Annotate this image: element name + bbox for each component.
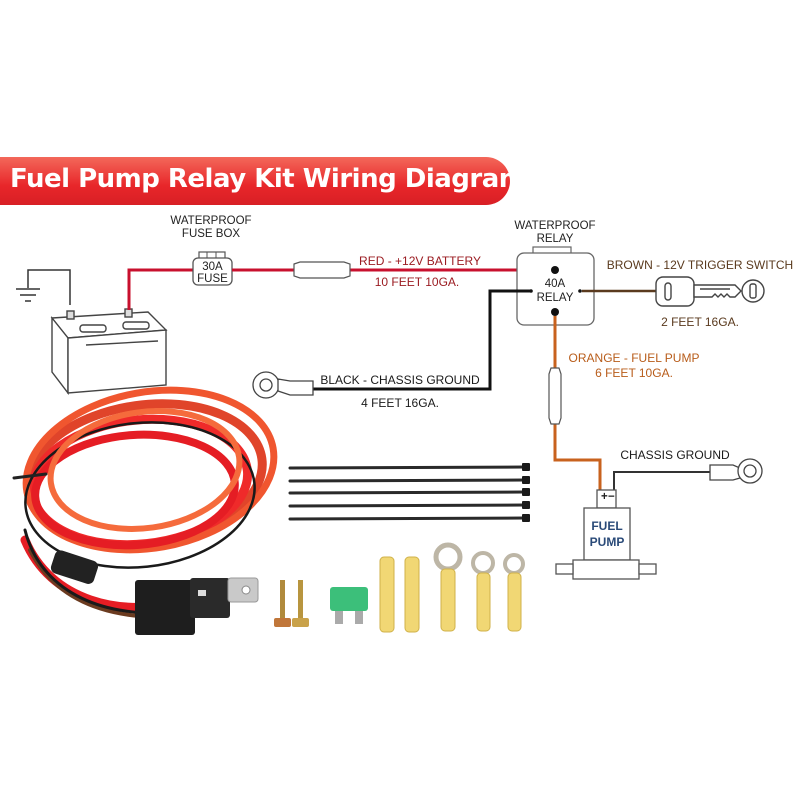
pump-plus-terminal: +	[601, 491, 608, 503]
blade-fuse	[330, 587, 368, 624]
key-icon	[655, 276, 765, 307]
fuse-rating: 30A	[202, 261, 223, 273]
fuse-holder-photo	[50, 550, 99, 584]
orange-wire-spec: 6 FEET 10GA.	[595, 366, 673, 380]
battery-icon	[50, 308, 168, 396]
ring-terminal-pump-ground	[709, 458, 763, 484]
brown-wire-spec: 2 FEET 16GA.	[661, 315, 739, 329]
ring-terminals	[433, 542, 525, 632]
butt-splice-red	[293, 261, 351, 279]
fuel-pump-label-1: FUEL	[591, 519, 622, 533]
orange-wire	[553, 316, 602, 490]
butt-connector	[379, 556, 395, 633]
red-wire-battery-to-fuse	[127, 268, 193, 310]
black-wire-label: BLACK - CHASSIS GROUND	[320, 373, 480, 387]
relay-label: RELAY	[537, 292, 574, 304]
pump-ground-wire	[613, 471, 710, 490]
relay-photo	[135, 577, 259, 635]
butt-splice-orange	[548, 367, 562, 425]
fuse-box-caption-2: FUSE BOX	[182, 228, 240, 240]
brown-wire-label: BROWN - 12V TRIGGER SWITCH	[607, 258, 793, 272]
wire-harness-photo	[12, 386, 278, 619]
ring-terminal	[440, 568, 456, 632]
ring-terminal	[476, 572, 491, 632]
fuel-pump-label-2: PUMP	[590, 535, 625, 549]
relay-caption-2: RELAY	[537, 233, 574, 245]
page-title: Fuel Pump Relay Kit Wiring Diagram	[10, 164, 526, 194]
screws	[274, 580, 309, 627]
black-wire-spec: 4 FEET 16GA.	[361, 396, 439, 410]
fuse-label: FUSE	[197, 273, 228, 285]
cable-ties	[288, 465, 527, 521]
title-banner: Fuel Pump Relay Kit Wiring Diagram	[0, 157, 526, 205]
cable-tie	[288, 465, 527, 470]
pump-ground-label: CHASSIS GROUND	[620, 448, 730, 462]
ground-symbol	[16, 269, 71, 305]
ring-terminal	[507, 572, 522, 632]
butt-connectors	[379, 556, 420, 633]
fuel-pump	[555, 489, 657, 580]
cable-tie	[288, 490, 527, 495]
cable-tie	[288, 478, 527, 483]
red-wire-spec: 10 FEET 10GA.	[375, 275, 460, 289]
relay-rating: 40A	[545, 278, 566, 290]
pump-minus-terminal: −	[608, 491, 615, 503]
orange-wire-label: ORANGE - FUEL PUMP	[569, 351, 700, 365]
cable-tie	[288, 516, 527, 521]
black-wire	[313, 289, 530, 391]
screw	[280, 580, 285, 620]
relay: 40A RELAY	[516, 246, 595, 326]
fuse-box: 30A FUSE	[192, 251, 233, 286]
butt-connector	[404, 556, 420, 633]
screw	[298, 580, 303, 620]
fuse-box-caption-1: WATERPROOF	[170, 215, 251, 227]
relay-caption-1: WATERPROOF	[514, 220, 595, 232]
red-wire-label: RED - +12V BATTERY	[359, 254, 481, 268]
ring-terminal-black	[252, 371, 314, 399]
cable-tie	[288, 503, 527, 508]
